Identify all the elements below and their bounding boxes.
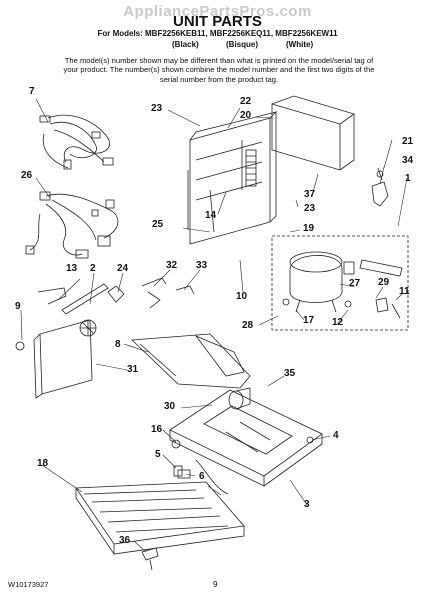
- callout-24: 24: [117, 263, 129, 274]
- callout-30: 30: [164, 401, 176, 412]
- callout-14: 14: [205, 210, 217, 221]
- wire-harness-lower: [25, 191, 119, 259]
- compressor-assembly: [271, 235, 409, 331]
- callout-37: 37: [304, 189, 316, 200]
- leader-lines: [20, 98, 408, 553]
- callout-4: 4: [333, 430, 339, 441]
- callout-12: 12: [332, 317, 344, 328]
- small-parts-left: [37, 277, 195, 315]
- callout-20: 20: [240, 110, 252, 121]
- small-parts-base: [171, 439, 229, 495]
- callout-31: 31: [127, 364, 139, 375]
- callout-8: 8: [115, 339, 121, 350]
- drain-tray: [131, 333, 251, 389]
- duct-cover: [271, 95, 355, 171]
- callout-17: 17: [303, 315, 315, 326]
- base-plate: [169, 389, 323, 487]
- callout-10: 10: [236, 291, 248, 302]
- color-bisque: (Bisque): [226, 40, 258, 49]
- small-cylinder: [228, 387, 251, 410]
- callout-22: 22: [240, 96, 252, 107]
- document-number: W10173927: [8, 580, 49, 589]
- callout-7: 7: [29, 86, 35, 97]
- callout-32: 32: [166, 260, 178, 271]
- callout-34: 34: [402, 155, 414, 166]
- model-list: For Models: MBF2256KEB11, MBF2256KEQ11, …: [97, 29, 338, 38]
- callout-16: 16: [151, 424, 163, 435]
- page-title: UNIT PARTS: [173, 13, 262, 30]
- callout-11: 11: [399, 286, 410, 297]
- callout-21: 21: [402, 136, 414, 147]
- callout-6: 6: [199, 471, 205, 482]
- callout-28: 28: [242, 320, 254, 331]
- mounting-bracket: [371, 167, 389, 207]
- model-note: The model(s) number shown may be differe…: [63, 56, 375, 84]
- callout-23a: 23: [151, 103, 163, 114]
- callout-23b: 23: [304, 203, 316, 214]
- watermark: AppliancePartsPros.com: [123, 3, 312, 20]
- callout-2: 2: [90, 263, 96, 274]
- callout-19: 19: [303, 223, 315, 234]
- callout-36: 36: [119, 535, 131, 546]
- condenser-coil: [75, 481, 245, 556]
- callout-29: 29: [378, 277, 390, 288]
- callout-33: 33: [196, 260, 208, 271]
- callout-13: 13: [66, 263, 78, 274]
- callout-27: 27: [349, 278, 361, 289]
- wire-harness-upper: [39, 114, 114, 170]
- callout-1: 1: [405, 173, 411, 184]
- fan-shroud: [15, 319, 97, 399]
- callout-9: 9: [15, 301, 21, 312]
- callout-25: 25: [152, 219, 164, 230]
- color-black: (Black): [172, 40, 199, 49]
- callout-5: 5: [155, 449, 161, 460]
- callout-35: 35: [284, 368, 296, 379]
- page-number: 9: [213, 580, 218, 589]
- callout-3: 3: [304, 499, 310, 510]
- color-white: (White): [286, 40, 314, 49]
- callout-18: 18: [37, 458, 49, 469]
- condenser-panel-assembly: [187, 111, 278, 245]
- screw: [141, 547, 159, 571]
- callout-26: 26: [21, 170, 33, 181]
